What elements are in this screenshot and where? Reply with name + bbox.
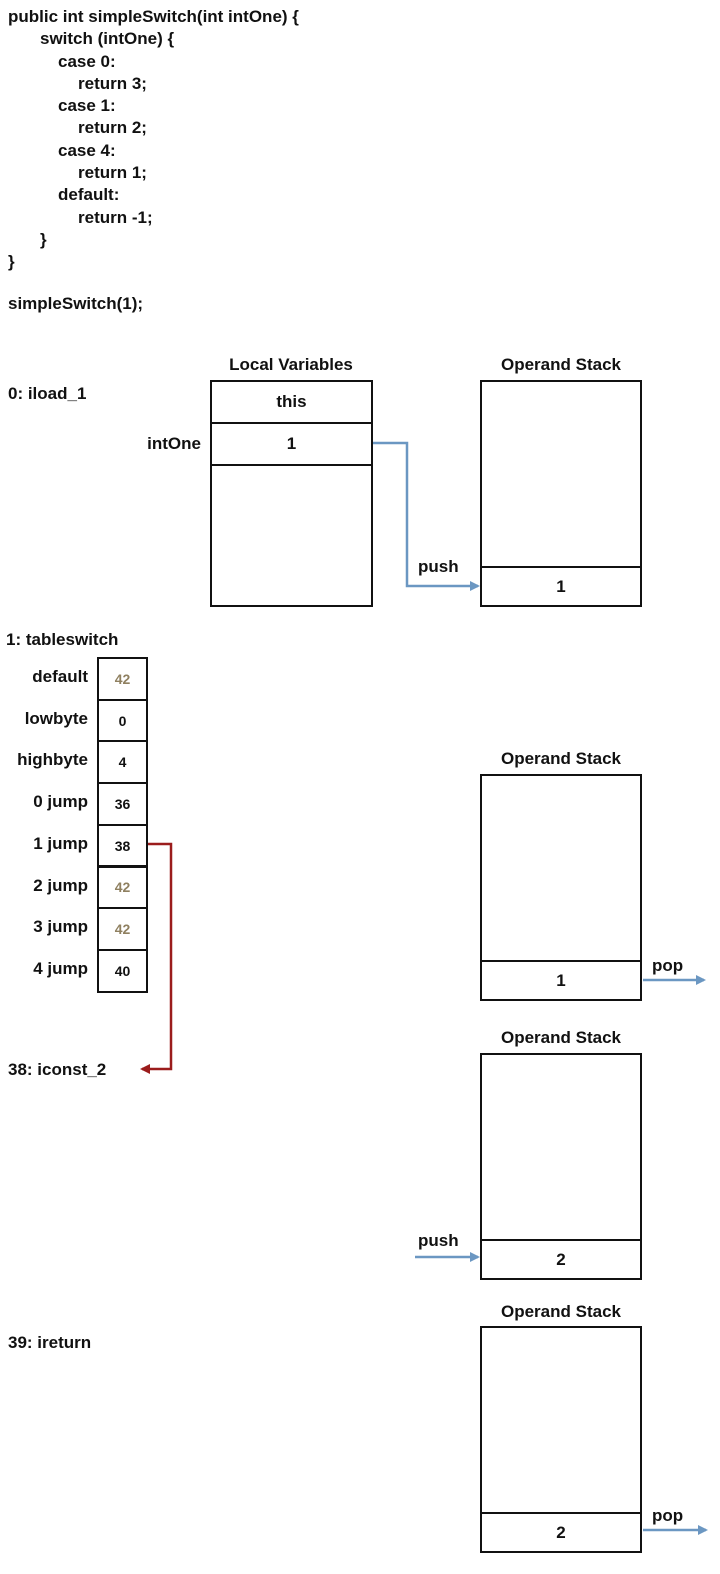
operand-stack-38-top: 2	[482, 1239, 640, 1278]
operand-stack-0: 1	[480, 380, 642, 607]
code-line: switch (intOne) {	[40, 29, 175, 49]
tableswitch-label: 4 jump	[33, 958, 88, 978]
tableswitch-value: 40	[97, 948, 148, 993]
instruction-iconst-2: 38: iconst_2	[8, 1060, 107, 1079]
instruction-iload-1: 0: iload_1	[8, 384, 87, 403]
operand-stack-0-top: 1	[482, 566, 640, 605]
operand-stack-1-top: 1	[482, 960, 640, 999]
instruction-ireturn: 39: ireturn	[8, 1333, 92, 1352]
tableswitch-value: 36	[97, 782, 148, 826]
push-arrow-0	[373, 441, 480, 591]
jump-arrow-38	[140, 842, 173, 1074]
code-line: return 3;	[78, 73, 147, 93]
method-call: simpleSwitch(1);	[8, 294, 144, 313]
pop-label-1: pop	[652, 956, 684, 975]
operand-stack-38: 2	[480, 1053, 642, 1280]
local-variables-table: this 1	[210, 380, 373, 607]
code-line: case 1:	[58, 96, 116, 116]
tableswitch-value: 42	[97, 657, 148, 701]
instruction-tableswitch: 1: tableswitch	[6, 630, 119, 649]
code-line: return 2;	[78, 118, 147, 138]
local-var-intone-label: intOne	[147, 434, 201, 453]
tableswitch-label: highbyte	[17, 750, 88, 770]
tableswitch-label: 0 jump	[33, 792, 88, 812]
local-var-this: this	[212, 382, 371, 424]
code-line: default:	[58, 185, 120, 205]
tableswitch-label: 2 jump	[33, 875, 88, 895]
tableswitch-value: 42	[97, 865, 148, 910]
operand-stack-title-38: Operand Stack	[501, 1028, 621, 1047]
operand-stack-title-1: Operand Stack	[501, 749, 621, 768]
local-variables-title: Local Variables	[229, 355, 353, 374]
operand-stack-title-0: Operand Stack	[501, 355, 621, 374]
code-line: return -1;	[78, 207, 153, 227]
code-line: public int simpleSwitch(int intOne) {	[8, 7, 299, 26]
code-line: case 4:	[58, 140, 116, 160]
local-var-intone-value: 1	[212, 424, 371, 466]
code-line: return 1;	[78, 163, 147, 183]
tableswitch-label: 1 jump	[33, 833, 88, 853]
push-label-38: push	[418, 1231, 459, 1250]
code-block: public int simpleSwitch(int intOne) { sw…	[8, 6, 299, 274]
operand-stack-1: 1	[480, 774, 642, 1001]
code-line: case 0:	[58, 51, 116, 71]
push-label-0: push	[418, 557, 459, 576]
operand-stack-title-39: Operand Stack	[501, 1302, 621, 1321]
tableswitch-value: 0	[97, 698, 148, 743]
tableswitch-label: default	[32, 667, 88, 686]
pop-label-39: pop	[652, 1506, 684, 1525]
code-line: }	[8, 252, 15, 272]
tableswitch-label: 3 jump	[33, 917, 88, 937]
operand-stack-39: 2	[480, 1326, 642, 1553]
operand-stack-39-top: 2	[482, 1512, 640, 1551]
code-line: }	[40, 229, 47, 249]
tableswitch-label: lowbyte	[24, 708, 88, 728]
